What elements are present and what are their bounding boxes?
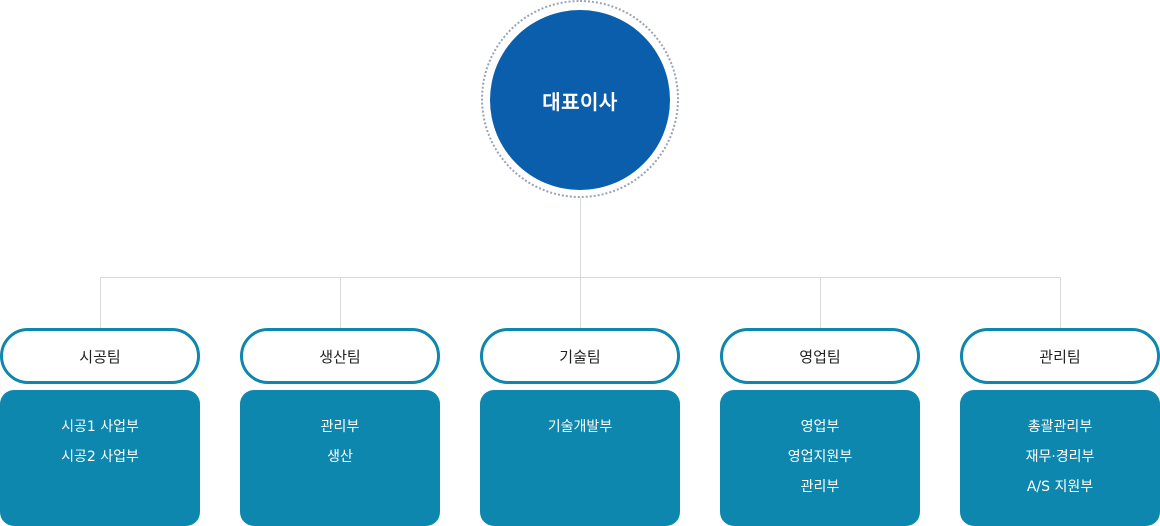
team-label: 기술팀 — [559, 347, 601, 366]
department-box-sales: 영업부 영업지원부 관리부 — [720, 390, 920, 526]
department-box-management: 총괄관리부 재무·경리부 A/S 지원부 — [960, 390, 1160, 526]
department-box-production: 관리부 생산 — [240, 390, 440, 526]
connector-team-2 — [580, 277, 581, 328]
department-box-construction: 시공1 사업부 시공2 사업부 — [0, 390, 200, 526]
team-label: 시공팀 — [79, 347, 121, 366]
connector-team-3 — [820, 277, 821, 328]
ceo-node: 대표이사 — [490, 10, 670, 190]
team-node-technology: 기술팀 — [480, 328, 680, 384]
team-node-construction: 시공팀 — [0, 328, 200, 384]
team-label: 생산팀 — [319, 347, 361, 366]
department-item: 총괄관리부 — [1027, 419, 1093, 435]
connector-team-1 — [340, 277, 341, 328]
department-item: 재무·경리부 — [1025, 449, 1095, 465]
department-item: 영업부 — [800, 419, 840, 435]
connector-team-0 — [100, 277, 101, 328]
ceo-label: 대표이사 — [542, 89, 618, 114]
department-item: 시공2 사업부 — [61, 449, 139, 465]
department-item: 기술개발부 — [547, 419, 613, 435]
department-item: 시공1 사업부 — [61, 419, 139, 435]
department-item: 생산 — [327, 449, 353, 465]
connector-team-4 — [1060, 277, 1061, 328]
team-label: 영업팀 — [799, 347, 841, 366]
department-item: 영업지원부 — [787, 449, 853, 465]
team-node-sales: 영업팀 — [720, 328, 920, 384]
department-item: 관리부 — [800, 479, 840, 495]
department-item: 관리부 — [320, 419, 360, 435]
connector-vertical-ceo — [580, 198, 581, 277]
department-item: A/S 지원부 — [1026, 479, 1094, 495]
department-box-technology: 기술개발부 — [480, 390, 680, 526]
team-label: 관리팀 — [1039, 347, 1081, 366]
ceo-outer-ring — [481, 0, 679, 198]
team-node-production: 생산팀 — [240, 328, 440, 384]
team-node-management: 관리팀 — [960, 328, 1160, 384]
